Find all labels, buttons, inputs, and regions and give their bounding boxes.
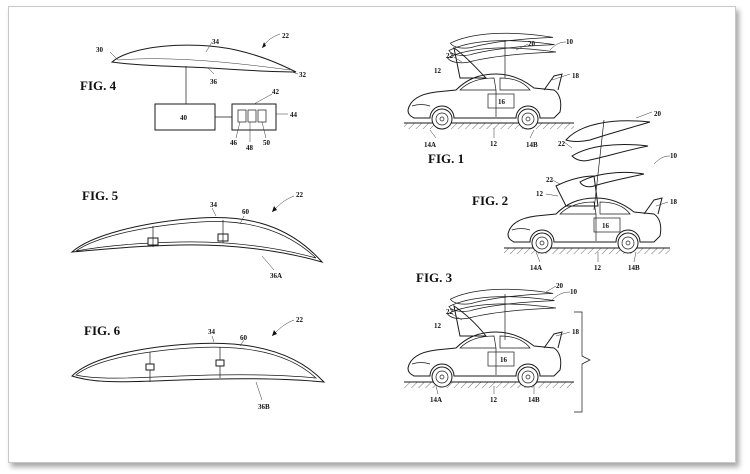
ref-14a: 14A (430, 396, 442, 404)
ref-22: 22 (446, 308, 454, 316)
ref-46: 46 (230, 139, 238, 147)
airfoil (110, 44, 297, 73)
ref-22: 22 (282, 32, 290, 40)
ref-60: 60 (242, 208, 250, 216)
ref-12-bottom: 12 (490, 396, 498, 404)
ref-12-bottom: 12 (594, 264, 602, 272)
fig5-label: FIG. 5 (82, 188, 119, 203)
ref-32: 32 (299, 71, 307, 79)
fig6-label: FIG. 6 (84, 323, 121, 338)
ref-50: 50 (263, 139, 271, 147)
ref-44: 44 (290, 111, 298, 119)
ref-16: 16 (602, 222, 610, 230)
ref-10: 10 (566, 38, 574, 46)
ref-14a: 14A (530, 264, 542, 272)
figure-5: FIG. 5 34 60 22 36A (70, 188, 324, 280)
ref-22: 22 (296, 191, 304, 199)
ref-12-top: 12 (434, 322, 442, 330)
ref-42: 42 (272, 88, 280, 96)
fig1-label: FIG. 1 (428, 151, 464, 166)
ref-30: 30 (96, 46, 104, 54)
figure-1: 20 10 22 12 18 16 14A 12 14B FIG. 1 (404, 32, 580, 166)
ref-60: 60 (240, 334, 248, 342)
ref-36b: 36B (258, 403, 270, 411)
ref-12-top: 12 (536, 190, 544, 198)
ref-14a: 14A (424, 141, 436, 149)
ref-22: 22 (296, 316, 304, 324)
ref-10: 10 (670, 152, 678, 160)
ref-16: 16 (500, 356, 508, 364)
ref-34: 34 (210, 201, 218, 209)
ref-22-lower: 22 (546, 176, 554, 184)
figure-3: FIG. 3 20 10 22 12 18 16 14A 12 14 (404, 270, 591, 413)
ref-48: 48 (246, 144, 254, 152)
ref-16: 16 (498, 98, 506, 106)
fig4-label: FIG. 4 (80, 78, 117, 93)
fig3-label: FIG. 3 (416, 270, 453, 285)
ref-20: 20 (556, 282, 564, 290)
ref-20: 20 (528, 40, 536, 48)
ref-18: 18 (572, 328, 580, 336)
ref-20: 20 (654, 110, 662, 118)
fig2-label: FIG. 2 (472, 193, 508, 208)
ref-12-bottom: 12 (490, 140, 498, 148)
ref-34: 34 (208, 328, 216, 336)
figure-6: FIG. 6 34 60 22 36B (71, 316, 326, 411)
ref-10: 10 (570, 288, 578, 296)
ref-14b: 14B (528, 396, 540, 404)
figure-2: 20 22 10 22 12 16 18 14A 12 14B FIG. 2 (472, 110, 678, 272)
airfoil-6 (71, 342, 326, 383)
ref-18: 18 (670, 198, 678, 206)
ref-40: 40 (180, 114, 188, 122)
figure-4: FIG. 4 40 30 34 22 32 (80, 32, 307, 152)
ref-14b: 14B (628, 264, 640, 272)
ref-36: 36 (210, 78, 218, 86)
ref-22-top: 22 (558, 140, 566, 148)
ref-34: 34 (212, 38, 220, 46)
box-44 (231, 103, 277, 131)
ref-36a: 36A (270, 272, 282, 280)
ref-14b: 14B (526, 141, 538, 149)
ref-22: 22 (446, 52, 454, 60)
patent-sheet (8, 6, 736, 463)
airfoil-5 (70, 217, 324, 263)
ref-12-top: 12 (434, 67, 442, 75)
ref-18: 18 (572, 72, 580, 80)
